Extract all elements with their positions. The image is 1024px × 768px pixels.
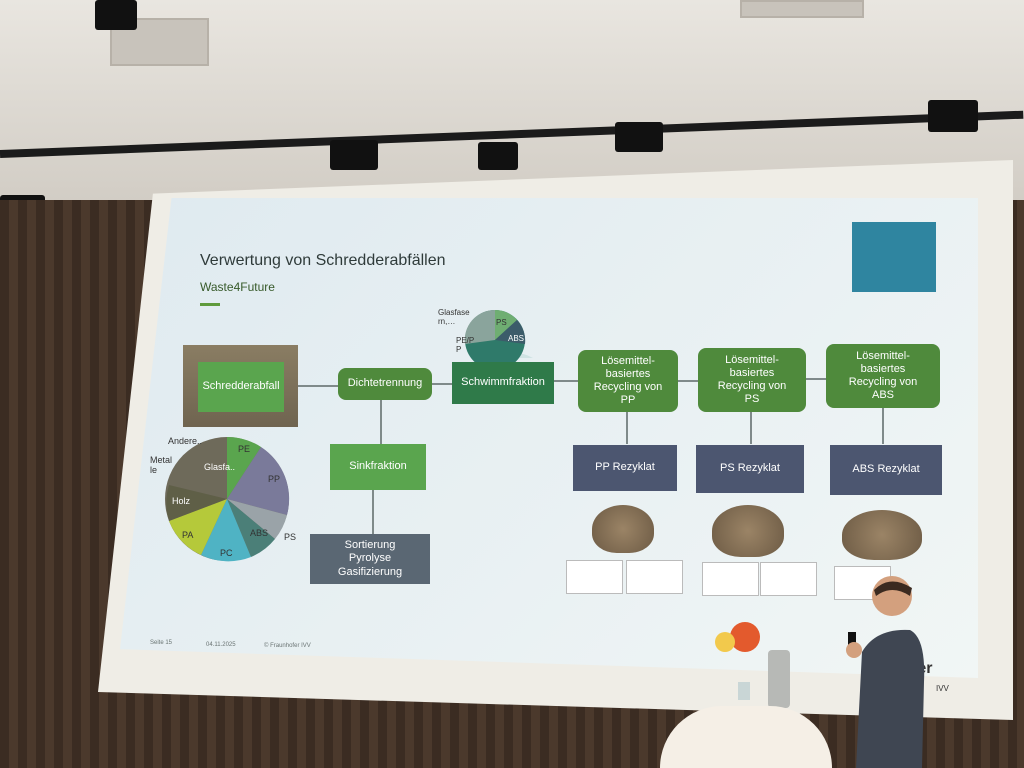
flow-arrow — [554, 380, 578, 382]
pie-label-pp: PP — [268, 474, 281, 484]
box-recycling-pp: Lösemittel- basiertes Recycling von PP — [578, 350, 678, 412]
small-pie-label-ps: PS — [496, 318, 507, 327]
bistro-table — [660, 706, 832, 768]
small-pie-label-pe-pp: PE/P P — [456, 336, 475, 354]
box-ps-rezyklat: PS Rezyklat — [696, 445, 804, 493]
composition-pie-chart — [165, 436, 290, 562]
recycling-logo-icon — [852, 222, 936, 292]
slide-title: Verwertung von Schredderabfällen — [200, 252, 446, 269]
flow-arrow — [380, 400, 382, 444]
stage-light — [330, 140, 378, 170]
box-recycling-ps: Lösemittel- basiertes Recycling von PS — [698, 348, 806, 412]
floating-fraction-pie-chart — [464, 310, 533, 362]
pie-label-pa: PA — [182, 530, 194, 540]
ceiling-vent — [740, 0, 864, 18]
granulate-pile-abs — [842, 510, 922, 560]
pie-label-holz: Holz — [172, 496, 191, 506]
pie-label-ps: PS — [284, 532, 297, 542]
footer-page: Seite 15 — [150, 640, 173, 646]
stage-light — [928, 100, 978, 132]
box-pp-rezyklat: PP Rezyklat — [573, 445, 677, 491]
pie-label-abs: ABS — [250, 528, 269, 538]
flow-arrow — [678, 380, 698, 382]
brand-subtext: IVV — [936, 684, 949, 693]
flower-vase — [710, 622, 770, 702]
pie-label-metalle: Metal le — [150, 455, 173, 475]
box-dichtetrennung: Dichtetrennung — [338, 368, 432, 400]
flow-arrow — [298, 385, 338, 387]
stage-light — [615, 122, 663, 152]
pie-label-andere: Andere.. — [168, 436, 203, 446]
water-carafe — [768, 650, 790, 708]
spectrum-chart — [760, 562, 817, 596]
granulate-pile-pp — [592, 505, 654, 553]
stage-light — [478, 142, 518, 170]
footer-date: 04.11.2025 — [206, 642, 236, 648]
box-schredderabfall: Schredderabfall — [198, 362, 284, 412]
title-accent-line — [200, 303, 220, 306]
slide-subtitle: Waste4Future — [200, 280, 275, 294]
box-sinkfraktion: Sinkfraktion — [330, 444, 426, 490]
stage-light — [95, 0, 137, 30]
flow-arrow — [806, 378, 826, 380]
flow-arrow — [372, 490, 374, 534]
pie-label-glasfa: Glasfa.. — [204, 462, 236, 472]
granulate-pile-ps — [712, 505, 784, 557]
box-schwimmfraktion: Schwimmfraktion — [452, 362, 554, 404]
flow-arrow — [750, 412, 752, 444]
pie-label-pe: PE — [238, 444, 251, 454]
small-pie-label-abs: ABS — [508, 334, 525, 343]
flow-arrow — [882, 408, 884, 444]
flow-arrow — [432, 383, 452, 385]
speaker-person — [846, 576, 925, 768]
spectrum-chart — [702, 562, 759, 596]
spectrum-chart — [626, 560, 683, 594]
flow-arrow — [626, 412, 628, 444]
spectrum-chart — [566, 560, 623, 594]
box-sortierung: Sortierung Pyrolyse Gasifizierung — [310, 534, 430, 584]
small-pie-label-glasfaser: Glasfase rn,… — [438, 308, 470, 326]
box-recycling-abs: Lösemittel- basiertes Recycling von ABS — [826, 344, 940, 408]
box-abs-rezyklat: ABS Rezyklat — [830, 445, 942, 495]
footer-copyright: © Fraunhofer IVV — [264, 643, 311, 649]
pie-label-pc: PC — [220, 548, 233, 558]
